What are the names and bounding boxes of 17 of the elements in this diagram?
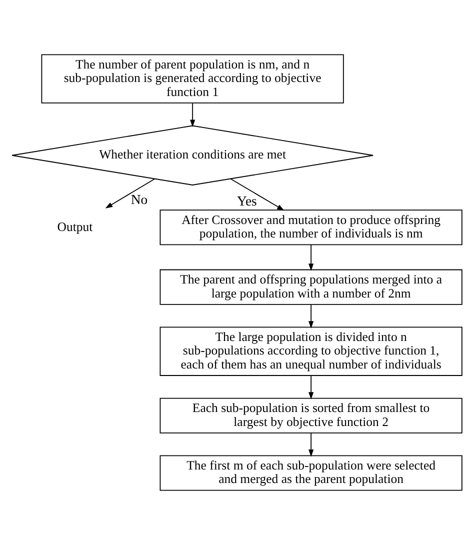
node-box: The parent and offspring populations merged into a large population with a number of 2nm (160, 269, 462, 305)
node-box: After Crossover and mutation to produce offspring population, the number of individuals is nm (160, 210, 462, 246)
arrow (308, 375, 314, 400)
edge-label: No (130, 192, 148, 208)
edge-label: Yes (237, 193, 257, 208)
node-text: Output (57, 220, 93, 234)
node-box: The large population is divided into n sub-populations according to objective function 1, each of them has an unequal number of individuals (160, 326, 462, 376)
arrow (190, 102, 196, 128)
arrow (308, 304, 314, 328)
node-box: The number of parent population is nm, and n sub-population is generated according to objective function 1 (41, 54, 344, 104)
node-diamond: Whether iteration conditions are met (12, 125, 374, 186)
arrow (308, 244, 314, 271)
arrow (230, 178, 284, 211)
node-box: The first m of each sub-population were selected and merged as the parent population (160, 455, 462, 491)
node-box: Each sub-population is sorted from smallest to largest by objective function 2 (160, 398, 462, 434)
arrow (105, 178, 156, 208)
arrow (308, 432, 314, 457)
